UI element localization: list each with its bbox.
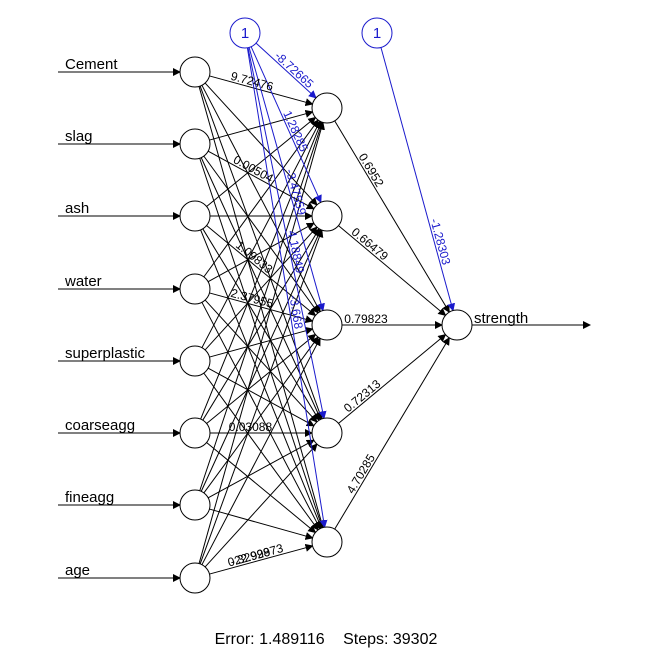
edge-input-5-hidden-0 (200, 120, 323, 420)
input-node-0 (179, 56, 211, 88)
edge-input-7-hidden-3 (204, 443, 318, 568)
edge-input-7-hidden-1 (199, 229, 324, 565)
edge-bias-hidden-3 (247, 47, 327, 420)
weight-bias-output: -1.28303 (427, 217, 453, 267)
input-node-6 (179, 489, 211, 521)
edge-input-1-hidden-0 (209, 109, 314, 141)
hidden-node-4 (311, 526, 343, 558)
edge-input-6-hidden-3 (207, 439, 315, 499)
edge-bias-hidden-4 (246, 47, 328, 529)
input-label-ash: ash (65, 200, 89, 217)
hidden-node-0 (311, 92, 343, 124)
input-label-Cement: Cement (65, 56, 118, 73)
hidden-node-3 (311, 417, 343, 449)
label-layer: Cement slag ash water superplastic coarseagg f… (64, 25, 528, 579)
edge-input-5-hidden-2 (206, 333, 317, 424)
input-node-5 (179, 417, 211, 449)
weight-input-5-hidden-3-4: 0.03088 (229, 420, 273, 434)
edge-hidden-4-output (334, 337, 450, 530)
weight-input-3-hidden-2-3: 2.37955 (229, 286, 275, 311)
weight-bias-hidden-4: -3.668 (286, 294, 305, 330)
edge-input-2-hidden-0 (206, 116, 317, 207)
weight-input-0-hidden-0-0: 9.72476 (229, 69, 275, 94)
output-label: strength (474, 310, 528, 327)
bias-label-0: 1 (241, 25, 249, 42)
input-label-water: water (64, 273, 102, 290)
hidden-node-2 (311, 309, 343, 341)
weight-hidden-4-output: 4.70285 (344, 451, 378, 496)
edge-input-0-hidden-1 (204, 82, 318, 206)
edge-hidden-1-output (338, 225, 447, 317)
edge-bias-hidden-1 (250, 46, 322, 204)
edge-input-6-hidden-4 (209, 508, 314, 540)
edge-input-5-hidden-4 (206, 442, 317, 534)
edge-input-4-hidden-1 (204, 226, 318, 351)
edge-input-3-hidden-0 (203, 119, 319, 278)
edge-bias-output (380, 47, 456, 312)
edge-hidden-0-output (334, 120, 450, 313)
weight-hidden-3-output: 0.72313 (341, 377, 384, 416)
weight-hidden-1-output: 0.66479 (349, 225, 391, 264)
input-node-2 (179, 200, 211, 232)
input-label-slag: slag (65, 128, 93, 145)
footer-text: Error: 1.489116 Steps: 39302 (215, 631, 438, 648)
edge-input-6-hidden-0 (199, 121, 324, 491)
input-label-fineagg: fineagg (65, 489, 114, 506)
weight-bias-hidden-0: -8.72665 (272, 49, 317, 92)
edge-input-4-hidden-0 (201, 120, 321, 348)
node-layer (179, 17, 473, 594)
edge-input-6-hidden-2 (203, 336, 319, 494)
edge-hidden-3-output (338, 333, 447, 424)
output-node (441, 309, 473, 341)
input-node-1 (179, 128, 211, 160)
edge-input-5-hidden-1 (202, 227, 320, 421)
input-label-superplastic: superplastic (65, 345, 146, 362)
hidden-node-1 (311, 200, 343, 232)
bias-node-0 (229, 17, 261, 49)
edge-input-6-hidden-1 (200, 228, 322, 492)
edge-bias-hidden-2 (248, 47, 325, 312)
input-label-age: age (65, 562, 90, 579)
weight-input-7-hidden-4-6: -22.99973 (229, 541, 285, 569)
weight-bias-hidden-3: 4.18849 (285, 229, 307, 275)
weight-hidden-2-output: 0.79823 (344, 312, 388, 326)
edge-input-3-hidden-1 (207, 222, 315, 283)
input-node-7 (179, 562, 211, 594)
edge-input-7-hidden-0 (198, 121, 325, 564)
weight-input-2-hidden-2-2: 1.09833 (233, 238, 276, 277)
input-label-coarseagg: coarseagg (65, 417, 135, 434)
weight-hidden-0-output: 0.6952 (356, 151, 387, 190)
connection-layer (58, 42, 591, 582)
input-node-3 (179, 273, 211, 305)
bias-label-1: 1 (373, 25, 381, 42)
edge-bias-hidden-0 (255, 42, 317, 99)
weight-bias-hidden-1: 1.28285 (280, 109, 311, 155)
steps-text: Steps: 39302 (343, 631, 437, 648)
bias-node-1 (361, 17, 393, 49)
error-text: Error: 1.489116 (215, 631, 325, 648)
input-node-4 (179, 345, 211, 377)
edge-input-7-hidden-4 (209, 543, 314, 575)
